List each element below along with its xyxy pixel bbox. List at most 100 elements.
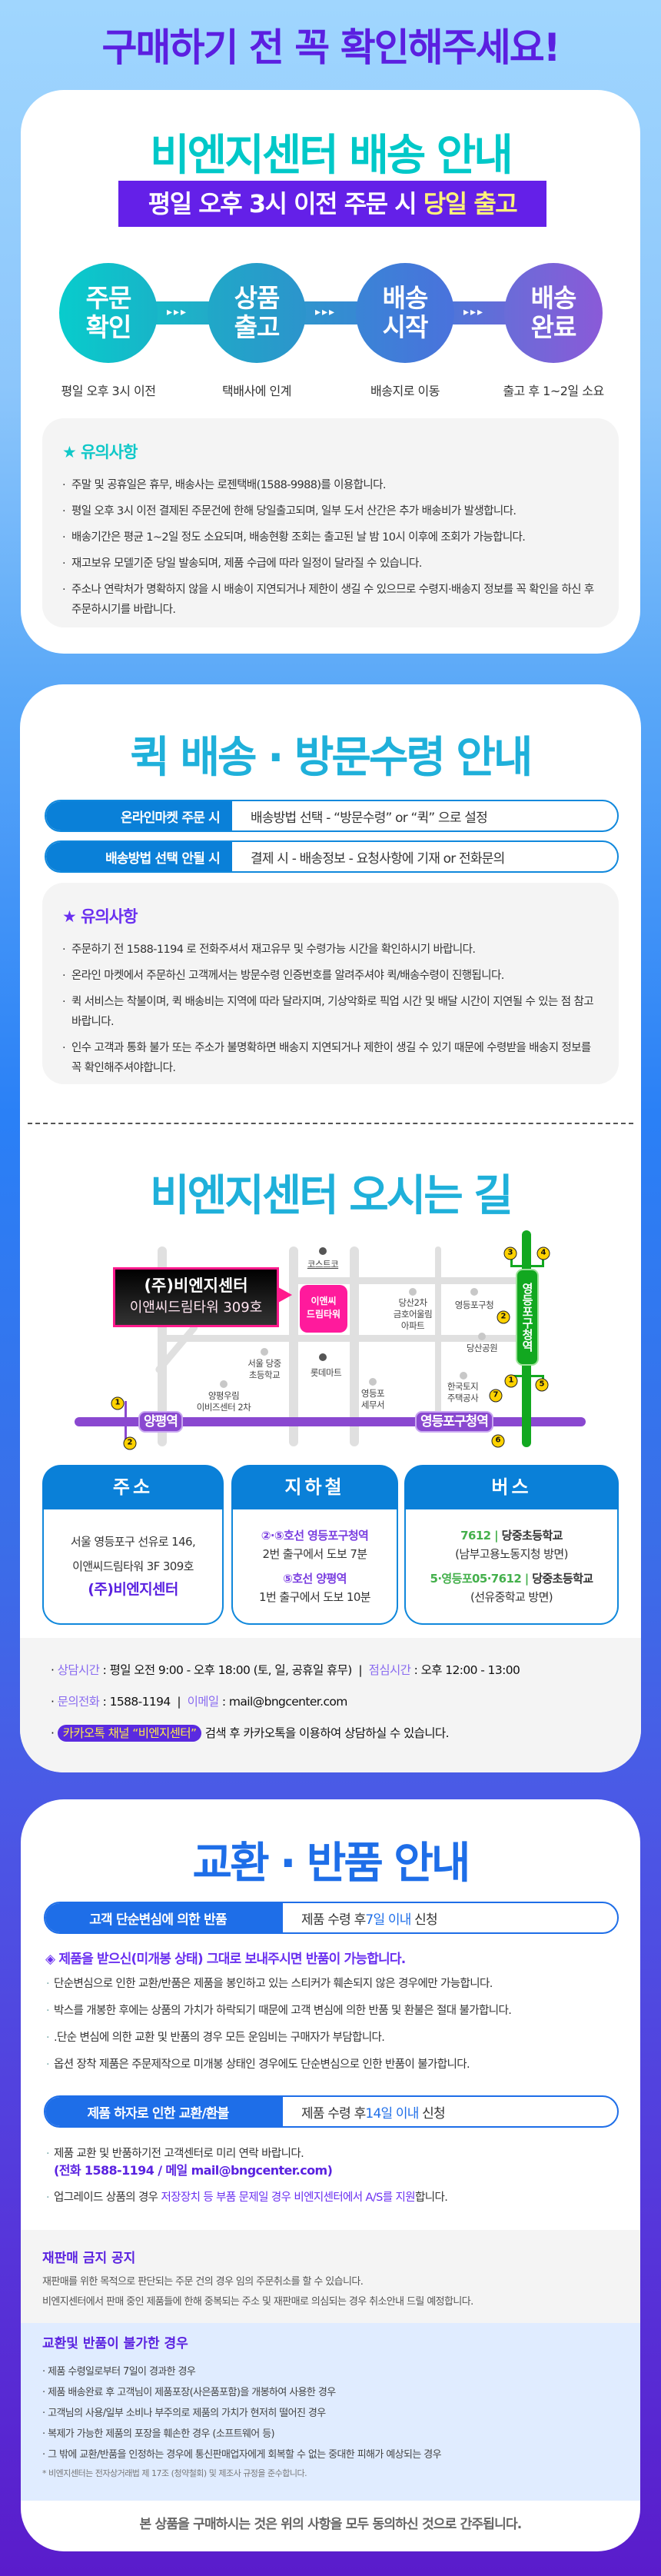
contact-kakao: · 카카오톡 채널 “비엔지센터” 검색 후 카카오톡을 이용하여 상담하실 수… bbox=[51, 1725, 450, 1742]
returns-title: 교환 · 반품 안내 bbox=[192, 1839, 471, 1889]
directions-title: 비엔지센터 오시는 길 bbox=[150, 1171, 513, 1221]
map-road bbox=[350, 1246, 359, 1446]
bullet-item: 단순변심으로 인한 교환/반품은 제품을 봉인하고 있는 스티커가 훼손되지 않… bbox=[46, 1975, 630, 1992]
bus-body: 7612 | 당중초등학교 (남부고용노동지청 방면) 5·영등포05·7612… bbox=[404, 1509, 619, 1625]
note-item: 재고보유 모델기준 당일 발송되며, 제품 수급에 따라 일정이 달라질 수 있… bbox=[62, 554, 603, 574]
note-item: 주말 및 공휴일은 휴무, 배송사는 로젠택배(1588-9988)를 이용합니… bbox=[62, 475, 603, 495]
exit-1-icon: 1 bbox=[111, 1396, 125, 1410]
landmark-ebiz: 양평우림 이비즈센터 2차 bbox=[196, 1390, 251, 1413]
map-marker-icon bbox=[261, 1348, 268, 1356]
returns-card: 교환 · 반품 안내 고객 단순변심에 의한 반품 제품 수령 후 7일 이내 … bbox=[21, 1799, 640, 2551]
impossible-text: 복제가 가능한 제품의 포장을 훼손한 경우 (소프트웨어 등) bbox=[48, 2428, 275, 2440]
value-text: 신청 bbox=[410, 1912, 438, 1928]
resale-line: 비엔지센터에서 판매 중인 제품들에 한해 중복되는 주소 및 재판매로 의심되… bbox=[42, 2296, 473, 2308]
impossible-item: · 제품 배송완료 후 고객님이 제품포장(사은품포함)을 개봉하여 사용한 경… bbox=[42, 2387, 336, 2398]
map-marker-icon bbox=[478, 1333, 486, 1340]
landmark-lh: 한국토지 주택공사 bbox=[447, 1381, 479, 1403]
resale-line: 재판매를 위한 목적으로 판단되는 주문 건의 경우 임의 주문취소를 할 수 … bbox=[42, 2276, 364, 2288]
bus-stop: 당중초등학교 bbox=[501, 1529, 563, 1543]
note-item: 온라인 마켓에서 주문하신 고객께서는 방문수령 인증번호를 알려주셔야 퀵/배… bbox=[62, 966, 603, 986]
email-link[interactable]: mail@bngcenter.com bbox=[228, 1695, 347, 1709]
address-line: 서울 영등포구 선유로 146, bbox=[70, 1535, 196, 1549]
address-box: 주소 서울 영등포구 선유로 146, 이앤씨드림타워 3F 309호 (주)비… bbox=[42, 1465, 224, 1625]
map-road bbox=[294, 1277, 524, 1284]
map-marker-icon bbox=[470, 1288, 478, 1296]
contact-detail: (전화 1588-1194 / 메일 mail@bngcenter.com) bbox=[54, 2163, 333, 2178]
phone-value[interactable]: 1588-1194 bbox=[109, 1695, 171, 1709]
note-item: 평일 오후 3시 이전 결제된 주문건에 한해 당일출고되며, 일부 도서 산간… bbox=[62, 501, 603, 521]
value-highlight: 14일 이내 bbox=[365, 2105, 419, 2122]
landmark-park: 당산공원 bbox=[466, 1343, 498, 1353]
callout-address: 이앤씨드림타워 309호 bbox=[129, 1300, 263, 1316]
subway-box: 지하철 ②·⑤호선 영등포구청역 2번 출구에서 도보 7분 ⑤호선 양평역 1… bbox=[231, 1465, 398, 1625]
bullet-item: .단순 변심에 의한 교환 및 반품의 경우 모든 운임비는 구매자가 부담합니… bbox=[46, 2029, 630, 2046]
step-label: 확인 bbox=[85, 312, 132, 342]
landmark-tax-office: 영등포 세무서 bbox=[360, 1388, 385, 1410]
lunch-value: 오후 12:00 - 13:00 bbox=[420, 1663, 520, 1677]
address-company: (주)비엔지센터 bbox=[88, 1581, 178, 1598]
map-road bbox=[435, 1246, 441, 1416]
step-label: 배송 bbox=[530, 283, 577, 313]
exit-connector bbox=[510, 1255, 544, 1267]
row-label: 온라인마켓 주문 시 bbox=[46, 801, 232, 830]
lunch-label: 점심시간 bbox=[368, 1663, 411, 1677]
row-label: 배송방법 선택 안될 시 bbox=[46, 842, 232, 871]
return-bullets: 단순변심으로 인한 교환/반품은 제품을 봉인하고 있는 스티커가 훼손되지 않… bbox=[46, 1975, 630, 2083]
quick-row-online: 온라인마켓 주문 시 배송방법 선택 - “방문수령” or “퀵” 으로 설정 bbox=[45, 800, 619, 832]
impossible-title: 교환및 반품이 불가한 경우 bbox=[42, 2336, 188, 2351]
contact-hours: · 상담시간 : 평일 오전 9:00 - 오후 18:00 (토, 일, 공휴… bbox=[51, 1663, 520, 1677]
row-value: 배송방법 선택 - “방문수령” or “퀵” 으로 설정 bbox=[251, 810, 488, 826]
station-yeongdeungpo-gu-office: 영등포구청역 bbox=[415, 1411, 493, 1433]
exit-5-icon: 5 bbox=[535, 1378, 549, 1392]
exit-3-icon: 3 bbox=[503, 1246, 517, 1260]
shipping-title: 비엔지센터 배송 안내 bbox=[150, 131, 513, 181]
upgrade-text: 업그레이드 상품의 경우 bbox=[54, 2192, 161, 2204]
subway-header: 지하철 bbox=[231, 1465, 398, 1509]
banner-text: 평일 오후 3시 이전 주문 시 bbox=[148, 189, 424, 218]
hours-value: 평일 오전 9:00 - 오후 18:00 (토, 일, 공휴일 휴무) bbox=[109, 1663, 353, 1677]
quick-notes: ★ 유의사항 주문하기 전 1588-1194 로 전화주셔서 재고유무 및 수… bbox=[42, 883, 619, 1084]
resale-notice: 재판매 금지 공지 재판매를 위한 목적으로 판단되는 주문 건의 경우 임의 … bbox=[21, 2230, 640, 2323]
step-caption: 출고 후 1~2일 소요 bbox=[503, 384, 604, 398]
landmark-school: 서울 당중 초등학교 bbox=[247, 1358, 281, 1380]
landmark-costco: 코스트코 bbox=[307, 1259, 339, 1270]
map-marker-icon bbox=[460, 1372, 467, 1380]
defect-bullets: 제품 교환 및 반품하기전 고객센터로 미리 연락 바랍니다.(전화 1588-… bbox=[46, 2145, 630, 2216]
bus-number: 5·영등포05·7612 bbox=[430, 1572, 522, 1586]
quick-row-no-option: 배송방법 선택 안될 시 결제 시 - 배송정보 - 요청사항에 기재 or 전… bbox=[45, 840, 619, 873]
subway-body: ②·⑤호선 영등포구청역 2번 출구에서 도보 7분 ⑤호선 양평역 1번 출구… bbox=[231, 1509, 398, 1625]
landmark-district-office: 영등포구청 bbox=[454, 1300, 494, 1310]
contact-info: · 상담시간 : 평일 오전 9:00 - 오후 18:00 (토, 일, 공휴… bbox=[20, 1638, 641, 1772]
kakao-channel-badge[interactable]: 카카오톡 채널 “비엔지센터” bbox=[57, 1725, 202, 1742]
bus-box: 버스 7612 | 당중초등학교 (남부고용노동지청 방면) 5·영등포05·7… bbox=[404, 1465, 619, 1625]
bullet-item: 옵션 장착 제품은 주문제작으로 미개봉 상태인 경우에도 단순변심으로 인한 … bbox=[46, 2056, 630, 2073]
exit-2-icon: 2 bbox=[123, 1436, 137, 1450]
value-highlight: 7일 이내 bbox=[365, 1912, 411, 1928]
address-line: 이앤씨드림타워 3F 309호 bbox=[72, 1559, 194, 1573]
bullet-item: 업그레이드 상품의 경우 저장장치 등 부품 문제일 경우 비엔지센터에서 A/… bbox=[46, 2189, 630, 2206]
email-label: 이메일 bbox=[187, 1695, 220, 1709]
bullet-item: 박스를 개봉한 후에는 상품의 가치가 하락되기 때문에 고객 변심에 의한 반… bbox=[46, 2002, 630, 2019]
impossible-text: 제품 배송완료 후 고객님이 제품포장(사은품포함)을 개봉하여 사용한 경우 bbox=[48, 2387, 336, 2398]
note-item: 배송기간은 평균 1~2일 정도 소요되며, 배송현황 조회는 출고된 날 밤 … bbox=[62, 528, 603, 547]
section-divider bbox=[28, 1123, 633, 1124]
impossible-text: 제품 수령일로부터 7일이 경과한 경우 bbox=[48, 2366, 196, 2378]
step-caption: 택배사에 인계 bbox=[222, 384, 291, 398]
return-row-defect: 제품 하자로 인한 교환/환불 제품 수령 후 14일 이내 신청 bbox=[44, 2095, 619, 2128]
address-header: 주소 bbox=[42, 1465, 224, 1509]
map-road bbox=[162, 1335, 523, 1342]
exit-1-icon: 1 bbox=[504, 1374, 518, 1388]
value-text: 제품 수령 후 bbox=[301, 2105, 366, 2122]
step-label: 출고 bbox=[234, 312, 281, 342]
bus-separator: | bbox=[521, 1572, 533, 1586]
bus-number: 7612 bbox=[460, 1529, 491, 1543]
station-yangpyeong: 양평역 bbox=[138, 1411, 183, 1433]
impossible-item: · 그 밖에 교환/반품을 인정하는 경우에 통신판매업자에게 회복할 수 없는… bbox=[42, 2449, 442, 2461]
phone-label: 문의전화 bbox=[57, 1695, 100, 1709]
banner-highlight: 당일 출고 bbox=[423, 189, 518, 218]
quick-directions-card: 퀵 배송 · 방문수령 안내 온라인마켓 주문 시 배송방법 선택 - “방문수… bbox=[20, 684, 641, 1772]
arrow-icon: ▸▸▸ bbox=[315, 306, 337, 318]
address-body: 서울 영등포구 선유로 146, 이앤씨드림타워 3F 309호 (주)비엔지센… bbox=[42, 1509, 224, 1625]
